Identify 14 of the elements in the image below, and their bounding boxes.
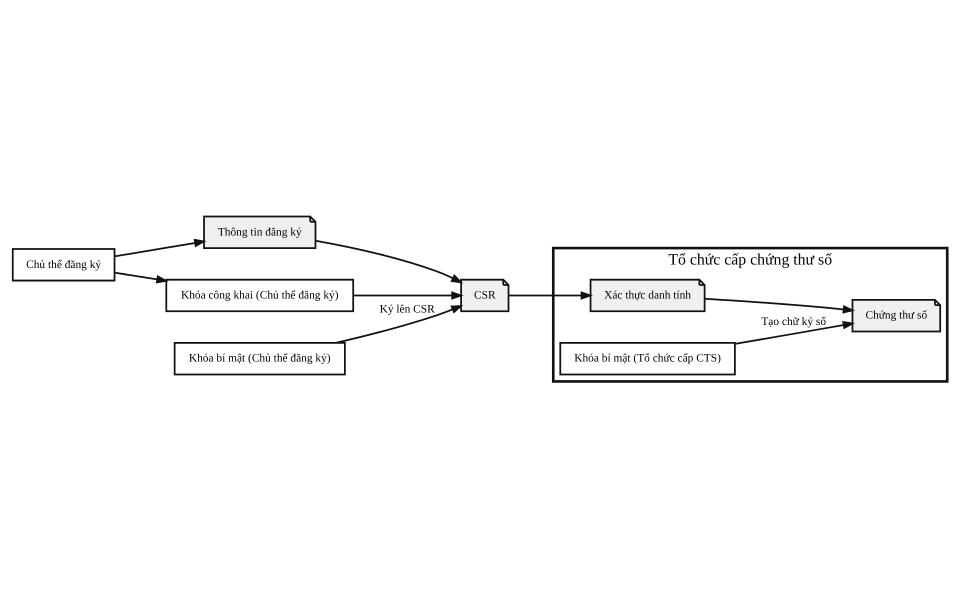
arrow [734, 320, 855, 344]
arrow [704, 297, 856, 314]
arrow [114, 271, 169, 284]
node-box: Khóa bí mật (Chủ thể đăng ký) [174, 341, 346, 375]
node-box: Khóa công khai (Chủ thể đăng ký) [165, 278, 354, 312]
arrow [508, 290, 593, 300]
arrow [353, 290, 464, 300]
arrow [315, 239, 464, 283]
node-box: Chủ thể đăng ký [12, 248, 116, 281]
edge-label: Tạo chữ ký số [761, 315, 826, 328]
arrow [336, 304, 464, 344]
node-box: Khóa bí mật (Tổ chức cấp CTS) [559, 341, 736, 375]
arrow [114, 238, 206, 257]
edge-label: Ký lên CSR [380, 303, 435, 316]
